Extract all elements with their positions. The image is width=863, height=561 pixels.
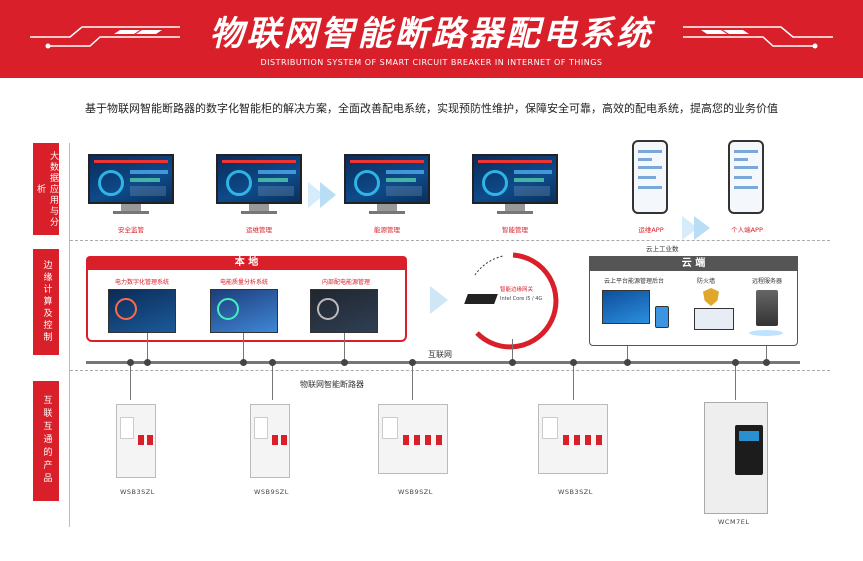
- breaker-product-3: [378, 404, 448, 474]
- intro-description: 基于物联网智能断路器的数字化智能柜的解决方案，全面改善配电系统，实现预防性维护，…: [85, 102, 778, 115]
- section-divider-1: [70, 240, 830, 241]
- bus-node-4: [269, 359, 276, 366]
- app-caption-4: 智能管理: [502, 226, 528, 234]
- bus-stub-3: [344, 333, 345, 361]
- cloud-item-label-2: 防火墙: [697, 278, 716, 285]
- breaker-product-1: [116, 404, 156, 478]
- mccb-model: WCM7EL: [718, 518, 750, 526]
- layer-label-bottom: 互联互通的产品: [33, 381, 59, 501]
- side-divider: [69, 143, 70, 527]
- app-caption-6: 个人端APP: [731, 226, 763, 234]
- server-glow: [749, 330, 783, 336]
- arrow-right-icon-2: [682, 216, 710, 240]
- gateway-label: 智能边缘网关: [500, 287, 534, 293]
- layer-label-top-text: 大数据应用与分析: [35, 150, 58, 228]
- local-panel-label-1: 电力数字化管理系统: [114, 279, 169, 286]
- bus-node-9: [624, 359, 631, 366]
- cloud-top-label: 云上工业数: [646, 245, 679, 253]
- cloud-monitor-icon: [602, 290, 650, 324]
- mccb-product: [704, 402, 768, 514]
- local-box-title: 本 地: [86, 256, 407, 270]
- bus-node-5: [341, 359, 348, 366]
- app-caption-3: 能源管理: [374, 226, 400, 234]
- arrow-right-icon: [308, 182, 336, 208]
- bus-node-1: [127, 359, 134, 366]
- section-divider-2: [70, 370, 830, 371]
- local-panel-screen-2: [210, 289, 278, 333]
- layer-label-top: 大数据应用与分析: [33, 143, 59, 235]
- bus-drop-5: [735, 363, 736, 400]
- bus-node-3: [240, 359, 247, 366]
- local-panel-label-2: 电能质量分析系统: [219, 279, 268, 286]
- bus-drop-4: [573, 363, 574, 400]
- app-caption-1: 安全监管: [118, 226, 144, 234]
- cloud-item-label-1: 云上平台能源管理后台: [604, 278, 665, 285]
- local-panel-label-3: 内部配电能源管理: [321, 279, 370, 286]
- gateway-device-icon: [464, 294, 498, 304]
- breaker-model-1: WSB3SZL: [120, 488, 155, 496]
- app-caption-5: 运维APP: [638, 226, 664, 234]
- phone-personal-app: [728, 140, 764, 214]
- breaker-model-4: WSB3SZL: [558, 488, 593, 496]
- cloud-phone-icon: [655, 306, 669, 328]
- app-caption-2: 运维管理: [246, 226, 272, 234]
- bus-drop-2: [272, 363, 273, 400]
- bus-node-8: [570, 359, 577, 366]
- phone-ops-app: [632, 140, 668, 214]
- local-panel-screen-3: [310, 289, 378, 333]
- bus-node-2: [144, 359, 151, 366]
- header-banner: 物联网智能断路器配电系统 DISTRIBUTION SYSTEM OF SMAR…: [0, 0, 863, 78]
- bus-stub-6: [766, 346, 767, 361]
- circuit-decoration-right: [683, 26, 833, 49]
- bus-drop-1: [130, 363, 131, 400]
- layer-label-middle: 边缘计算及控制: [33, 249, 59, 355]
- monitor-ops: [216, 154, 302, 216]
- breaker-product-4: [538, 404, 608, 474]
- bus-node-6: [409, 359, 416, 366]
- monitor-safety: [88, 154, 174, 216]
- layer-label-bottom-text: 互联互通的产品: [41, 394, 52, 486]
- gateway-detail: Intel Core i5 / 4G: [500, 296, 543, 302]
- monitor-smart: [472, 154, 558, 216]
- firewall-shield-icon: [703, 288, 719, 306]
- internet-label: 互联网: [428, 350, 452, 359]
- layer-label-middle-text: 边缘计算及控制: [41, 260, 52, 344]
- bus-node-10: [732, 359, 739, 366]
- breaker-product-2: [250, 404, 290, 478]
- bus-stub-4: [512, 339, 513, 361]
- cloud-item-label-3: 远程服务器: [752, 278, 783, 285]
- server-icon: [756, 290, 778, 326]
- local-panel-screen-1: [108, 289, 176, 333]
- monitor-energy: [344, 154, 430, 216]
- gateway-ring-icon: [474, 252, 559, 350]
- page-title: 物联网智能断路器配电系统: [209, 14, 654, 54]
- cloud-box-title: 云 端: [589, 256, 798, 271]
- breaker-section-title: 物联网智能断路器: [300, 380, 364, 389]
- laptop-icon: [694, 308, 734, 330]
- internet-bus-line: [86, 361, 800, 364]
- page-subtitle: DISTRIBUTION SYSTEM OF SMART CIRCUIT BRE…: [260, 58, 603, 67]
- bus-stub-1: [147, 333, 148, 361]
- breaker-model-2: WSB9SZL: [254, 488, 289, 496]
- breaker-model-3: WSB9SZL: [398, 488, 433, 496]
- bus-stub-2: [243, 333, 244, 361]
- circuit-decoration-left: [30, 26, 180, 49]
- bus-node-11: [763, 359, 770, 366]
- bus-stub-5: [627, 346, 628, 361]
- bus-drop-3: [412, 363, 413, 400]
- bus-node-7: [509, 359, 516, 366]
- arrow-to-gateway-icon: [430, 286, 448, 314]
